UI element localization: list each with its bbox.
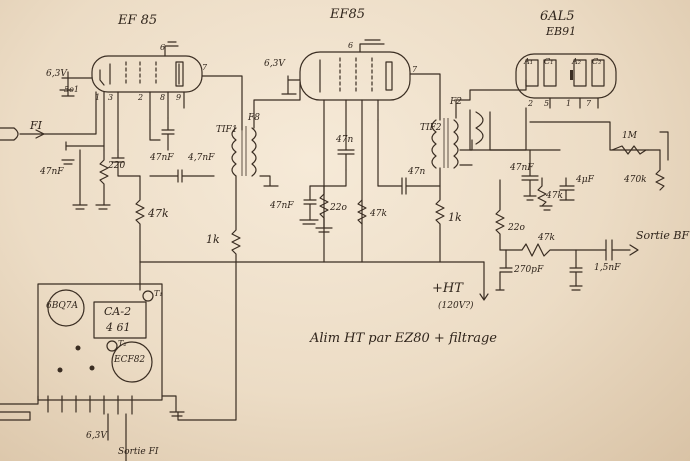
heater-v1-label: 6,3V bbox=[46, 69, 67, 79]
module-box-line1: CA-2 bbox=[104, 305, 132, 318]
v1-pin-2: 2 bbox=[138, 93, 144, 102]
v2-pin-6: 6 bbox=[348, 41, 354, 50]
r-220-b-label: 22o bbox=[330, 203, 347, 213]
transformer-tif2 bbox=[431, 118, 459, 169]
v1-pin-3: 3 bbox=[108, 93, 114, 102]
ht-supply-note: Alim HT par EZ80 + filtrage bbox=[310, 331, 497, 346]
input-fi-label: FI bbox=[30, 119, 42, 132]
v3-pin-5: 5 bbox=[544, 99, 550, 108]
r-1k-b-label: 1k bbox=[448, 211, 462, 224]
tube-v2-label: EF85 bbox=[330, 7, 366, 22]
v3-pin-1: 1 bbox=[566, 99, 572, 108]
tif1-label: TIF1 bbox=[216, 125, 238, 135]
c-47nf-v2-label: 47nF bbox=[270, 201, 294, 211]
c-270pf-label: 270pF bbox=[514, 265, 544, 275]
r-1m-label: 1M bbox=[622, 131, 637, 141]
v2-pin-7: 7 bbox=[412, 65, 418, 74]
v3-pin-2: 2 bbox=[528, 99, 534, 108]
v3-pin-7: 7 bbox=[586, 99, 592, 108]
heater-v2-label: 6,3V bbox=[264, 59, 285, 69]
module-t2-label: T₂ bbox=[118, 339, 127, 348]
tube-v2-envelope bbox=[299, 51, 411, 101]
c-47n-mid-label: 47n bbox=[336, 135, 354, 145]
v3-socket-c1: C₁ bbox=[544, 57, 554, 66]
tube-v3-envelope bbox=[515, 53, 617, 99]
tube-v3-label-top: 6AL5 bbox=[540, 9, 575, 24]
c-47n-c-label: 47n bbox=[408, 167, 426, 177]
transformer-tif1 bbox=[231, 126, 257, 177]
tuner-module bbox=[37, 283, 163, 401]
tube-v1-label: EF 85 bbox=[118, 13, 158, 28]
v1-pin-9: 9 bbox=[176, 93, 182, 102]
c-4-7nf-label: 47nF bbox=[150, 153, 174, 163]
tif2-label: TIF2 bbox=[420, 123, 442, 133]
r-1k-a-label: 1k bbox=[206, 233, 220, 246]
tif2-out-label: F2 bbox=[450, 97, 462, 107]
c-47nf-det-label: 47nF bbox=[510, 163, 534, 173]
module-tube-b-label: ECF82 bbox=[114, 355, 146, 365]
module-sortie-label: Sortie FI bbox=[118, 447, 159, 457]
c-1-5nf-label: 1,5nF bbox=[594, 263, 621, 273]
r-47k-a-label: 47k bbox=[148, 207, 169, 220]
tif1-out-label: F8 bbox=[248, 113, 260, 123]
ht-label: +HT bbox=[432, 281, 463, 296]
c-4uf-label: 4μF bbox=[576, 175, 594, 185]
v3-socket-a1: A₁ bbox=[524, 57, 533, 66]
v1-pin-6: 6 bbox=[160, 43, 166, 52]
r-220-a-label: 220 bbox=[108, 161, 126, 171]
output-bf-label: Sortie BF bbox=[636, 229, 690, 242]
r-47k-out-label: 47k bbox=[538, 233, 555, 243]
r-220-det-label: 22o bbox=[508, 223, 525, 233]
v1-pin-7: 7 bbox=[202, 63, 208, 72]
module-box-line2: 4 61 bbox=[106, 321, 131, 334]
pot-470k-label: 470k bbox=[624, 175, 647, 185]
ht-value: (120V?) bbox=[438, 301, 474, 311]
module-tube-a-label: 6BQ7A bbox=[46, 301, 78, 311]
c1-label: 47nF bbox=[40, 167, 64, 177]
tube-v3-label-bottom: EB91 bbox=[546, 25, 577, 38]
v3-socket-a2: A₂ bbox=[572, 57, 581, 66]
v3-socket-c2: C₂ bbox=[592, 57, 602, 66]
module-heater-label: 6,3V bbox=[86, 431, 107, 441]
c-4-7nf-b-label: 4,7nF bbox=[188, 153, 215, 163]
v1-pin-1: 1 bbox=[95, 93, 101, 102]
tube-v1-envelope bbox=[91, 55, 203, 93]
heater-v1-sub: 5o1 bbox=[64, 85, 79, 94]
r-47k-det-label: 47k bbox=[546, 191, 563, 201]
r-47k-b-label: 47k bbox=[370, 209, 387, 219]
module-t1-label: T₁ bbox=[154, 289, 163, 298]
v1-pin-8: 8 bbox=[160, 93, 166, 102]
